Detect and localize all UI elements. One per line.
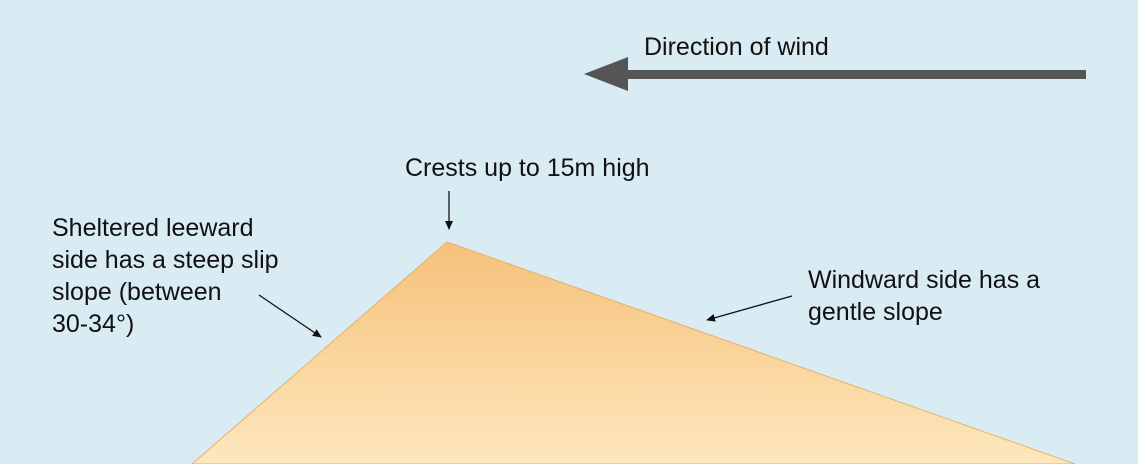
wind-direction-label: Direction of wind bbox=[644, 33, 829, 61]
sand-dune bbox=[191, 241, 1076, 464]
windward-pointer-arrow-icon bbox=[706, 295, 793, 322]
leeward-label: Sheltered leeward side has a steep slip … bbox=[52, 212, 279, 340]
leeward-label-line: 30-34°) bbox=[52, 310, 135, 338]
leeward-pointer-arrow-icon bbox=[258, 294, 322, 338]
crest-label: Crests up to 15m high bbox=[405, 154, 650, 182]
wind-arrow-icon bbox=[584, 57, 1086, 91]
windward-label-line: Windward side has a bbox=[808, 266, 1041, 294]
leeward-label-line: Sheltered leeward bbox=[52, 214, 254, 242]
windward-label: Windward side has a gentle slope bbox=[808, 264, 1040, 328]
leeward-label-line: side has a steep slip bbox=[52, 246, 279, 274]
windward-label-line: gentle slope bbox=[808, 298, 943, 326]
leeward-label-line: slope (between bbox=[52, 278, 222, 306]
